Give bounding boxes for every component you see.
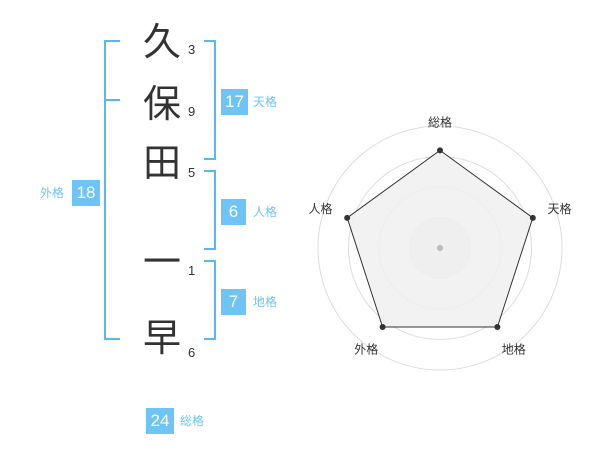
gaikaku-label: 外格 — [40, 186, 65, 200]
name-char-1: 久 — [142, 20, 181, 64]
stroke-count-2: 9 — [188, 104, 196, 119]
stroke-count-3: 5 — [188, 165, 196, 180]
radar-point — [344, 214, 351, 221]
name-char-5: 早 — [142, 316, 181, 360]
stroke-count-1: 3 — [188, 42, 196, 57]
chikaku-label: 地格 — [253, 295, 278, 309]
name-char-2: 保 — [142, 82, 181, 126]
radar-polygon — [346, 149, 534, 328]
radar-axis-label: 地格 — [502, 342, 526, 357]
stroke-count-4: 1 — [188, 263, 196, 278]
soukaku-badge: 24 — [146, 408, 174, 434]
stroke-count-5: 6 — [188, 345, 196, 360]
radar-axis-label: 天格 — [547, 201, 571, 216]
radar-point — [529, 214, 536, 221]
name-char-3: 田 — [142, 141, 181, 185]
radar-point — [379, 323, 386, 330]
radar-point — [437, 147, 443, 154]
radar-axis-label: 総格 — [428, 114, 452, 129]
radar-points — [344, 147, 536, 330]
name-char-4: 一 — [142, 240, 181, 284]
radar-point — [494, 323, 501, 330]
chikaku-badge: 7 — [221, 289, 246, 315]
tenkaku-badge: 17 — [221, 89, 248, 115]
radar-center-dot — [437, 245, 443, 251]
gaikaku-badge: 18 — [72, 180, 100, 206]
tenkaku-label: 天格 — [253, 95, 278, 109]
jinkaku-label: 人格 — [253, 205, 278, 219]
radar-axis-label: 外格 — [354, 342, 378, 357]
radar-ring — [317, 125, 563, 371]
soukaku-label: 総格 — [180, 414, 205, 428]
radar-axis-label: 人格 — [308, 201, 332, 216]
jinkaku-badge: 6 — [221, 199, 246, 225]
